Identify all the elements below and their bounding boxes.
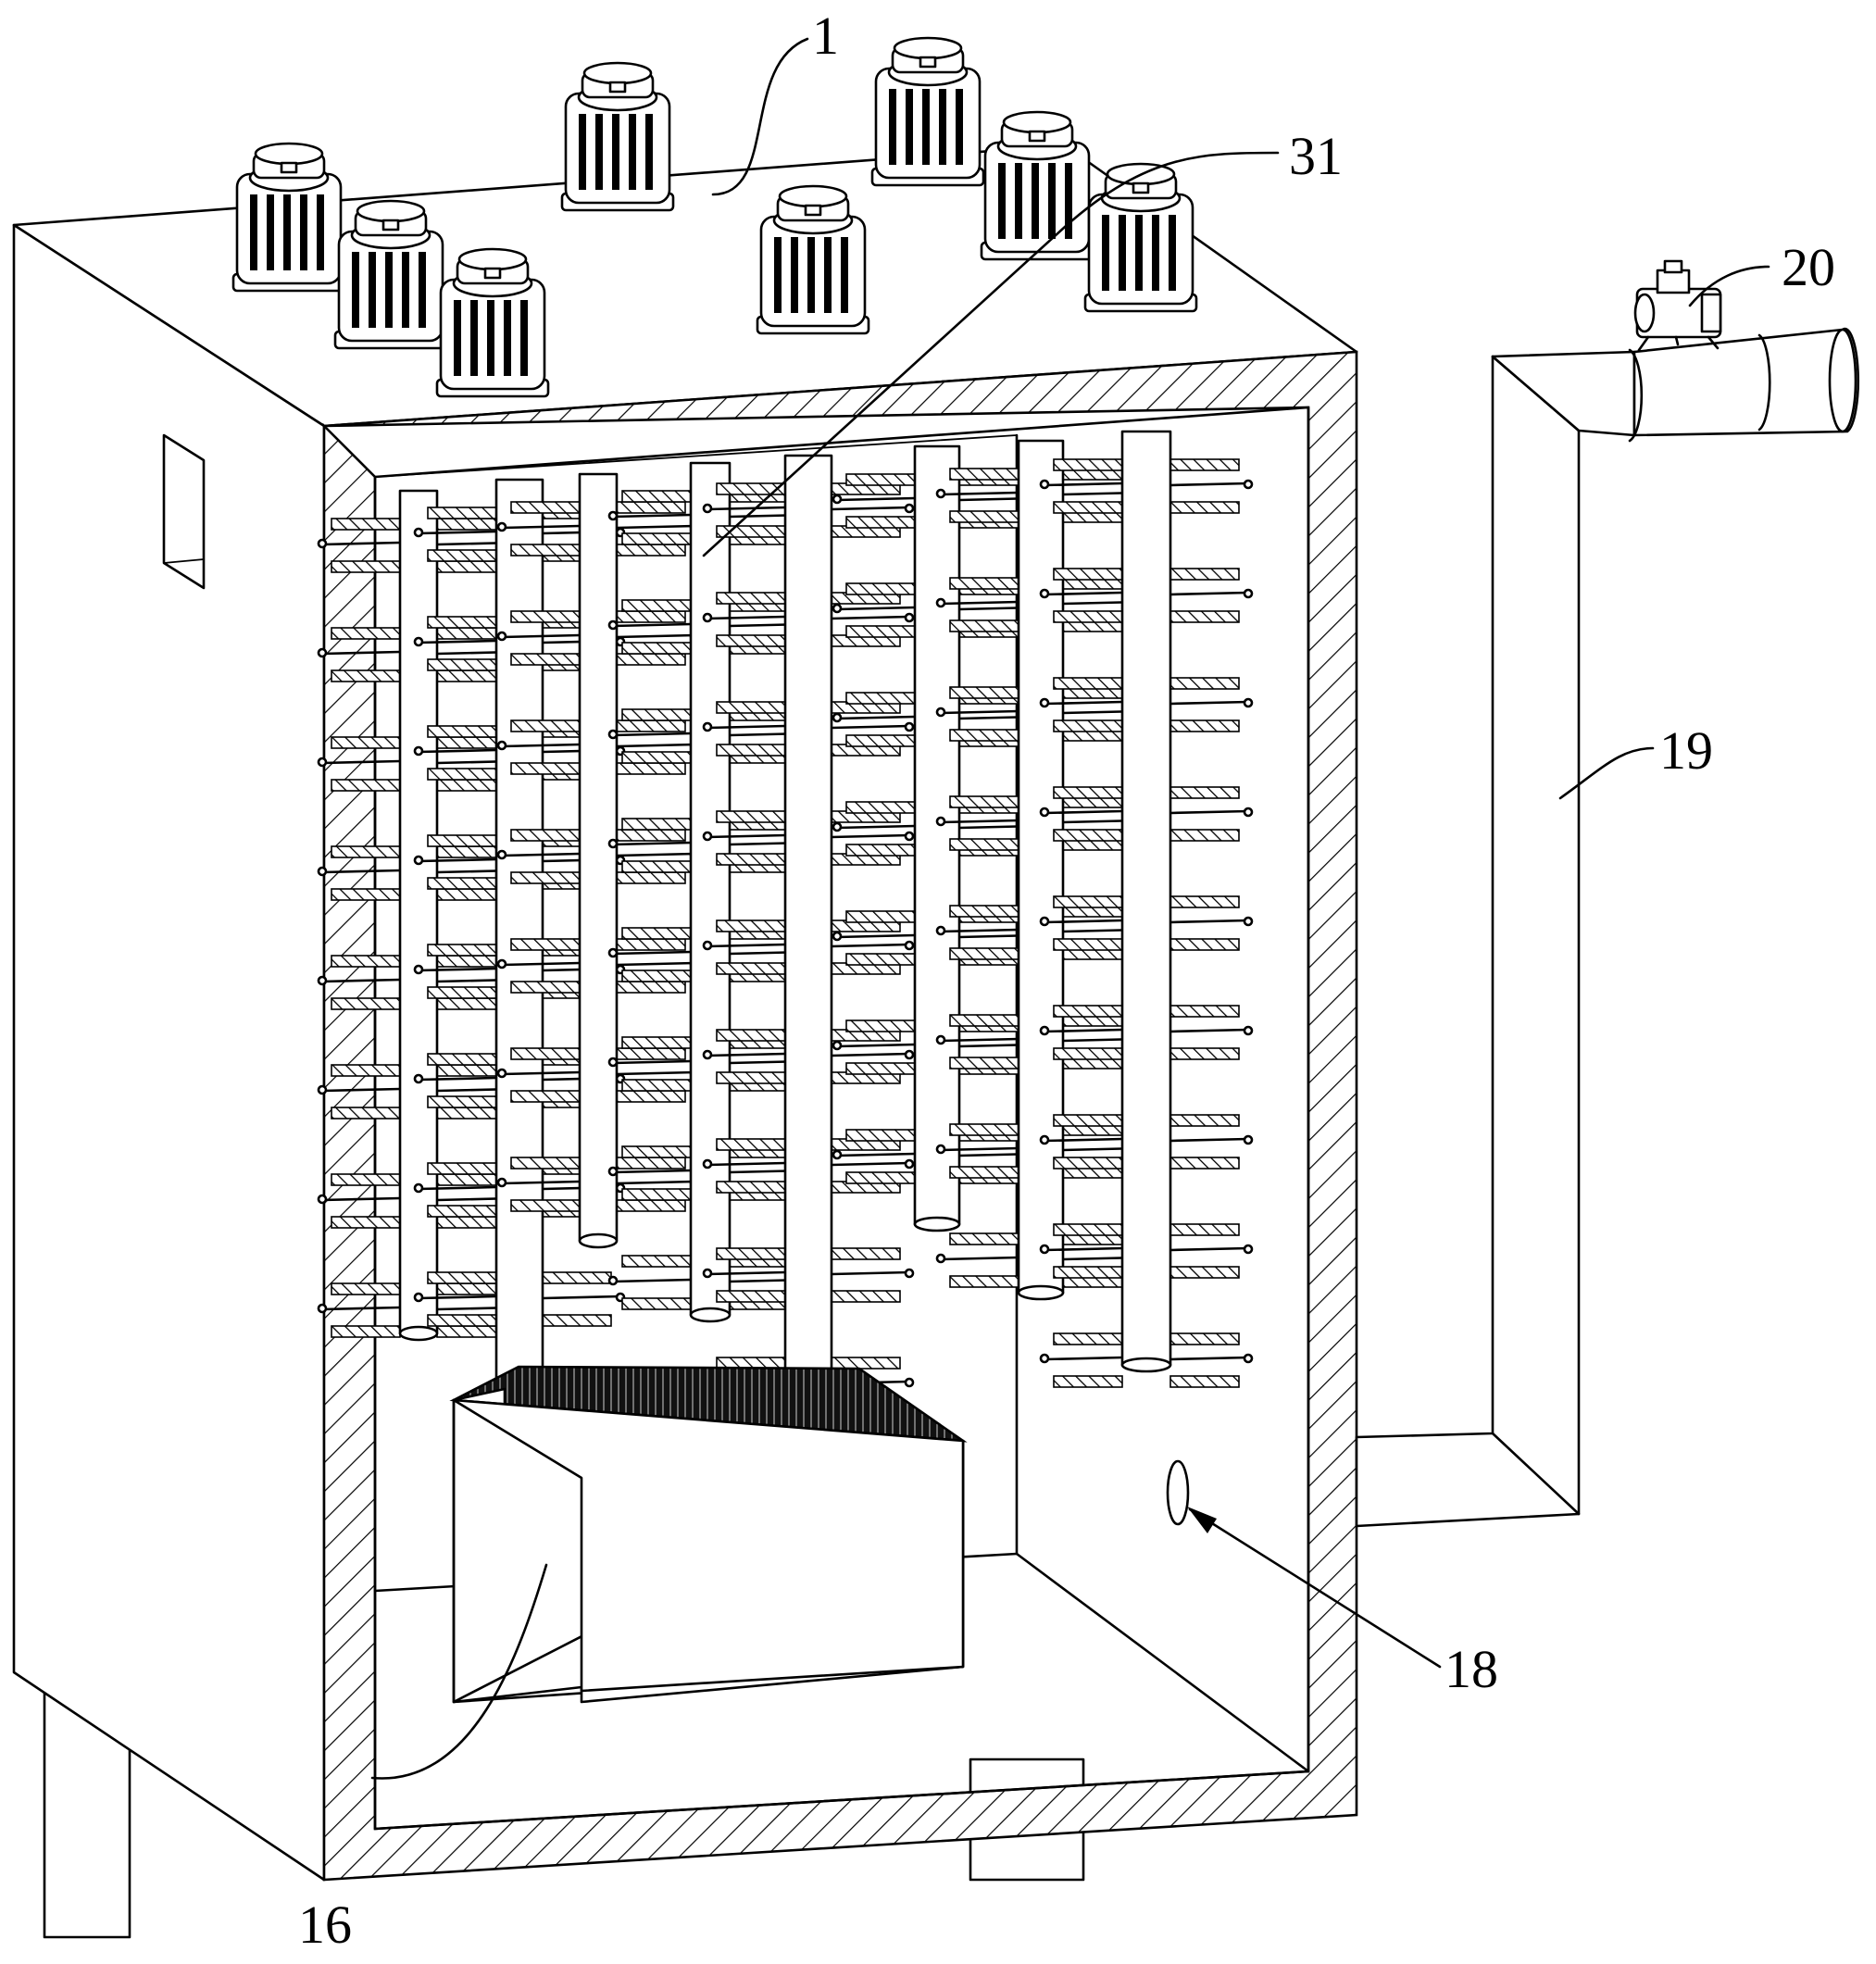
- label-1: 1: [812, 6, 839, 66]
- annotation-20: 20: [1688, 237, 1835, 307]
- heating-tube: [935, 439, 1146, 1301]
- outlet-hole: [1166, 1459, 1190, 1526]
- flow-valve: [1633, 259, 1722, 352]
- exhaust-duct: [1355, 350, 1636, 1528]
- annotation-31: 31: [702, 126, 1343, 557]
- outlet-pipe: [1628, 327, 1860, 443]
- label-16: 16: [298, 1895, 352, 1955]
- collection-box: [449, 1365, 968, 1704]
- label-19: 19: [1659, 720, 1713, 781]
- label-31: 31: [1289, 126, 1343, 186]
- annotation-16: 16: [298, 1563, 548, 1955]
- fan-motor: [333, 199, 448, 350]
- fan-motor: [435, 247, 550, 398]
- annotation-19: 19: [1558, 720, 1713, 800]
- annotation-18: 18: [1187, 1507, 1498, 1699]
- annotation-1: 1: [711, 6, 839, 196]
- fan-motor: [560, 61, 675, 212]
- label-18: 18: [1445, 1639, 1498, 1699]
- fan-motor: [231, 142, 346, 293]
- fan-motor: [756, 184, 870, 335]
- fan-motor: [870, 36, 985, 187]
- label-20: 20: [1782, 237, 1835, 297]
- top-fan-group: [231, 36, 1198, 398]
- heating-tube-array: [317, 430, 1254, 1412]
- heating-tube: [702, 454, 915, 1412]
- heating-tube: [496, 472, 700, 1249]
- heating-tube: [317, 489, 520, 1342]
- fan-motor: [980, 110, 1094, 261]
- heating-tube: [1039, 430, 1254, 1388]
